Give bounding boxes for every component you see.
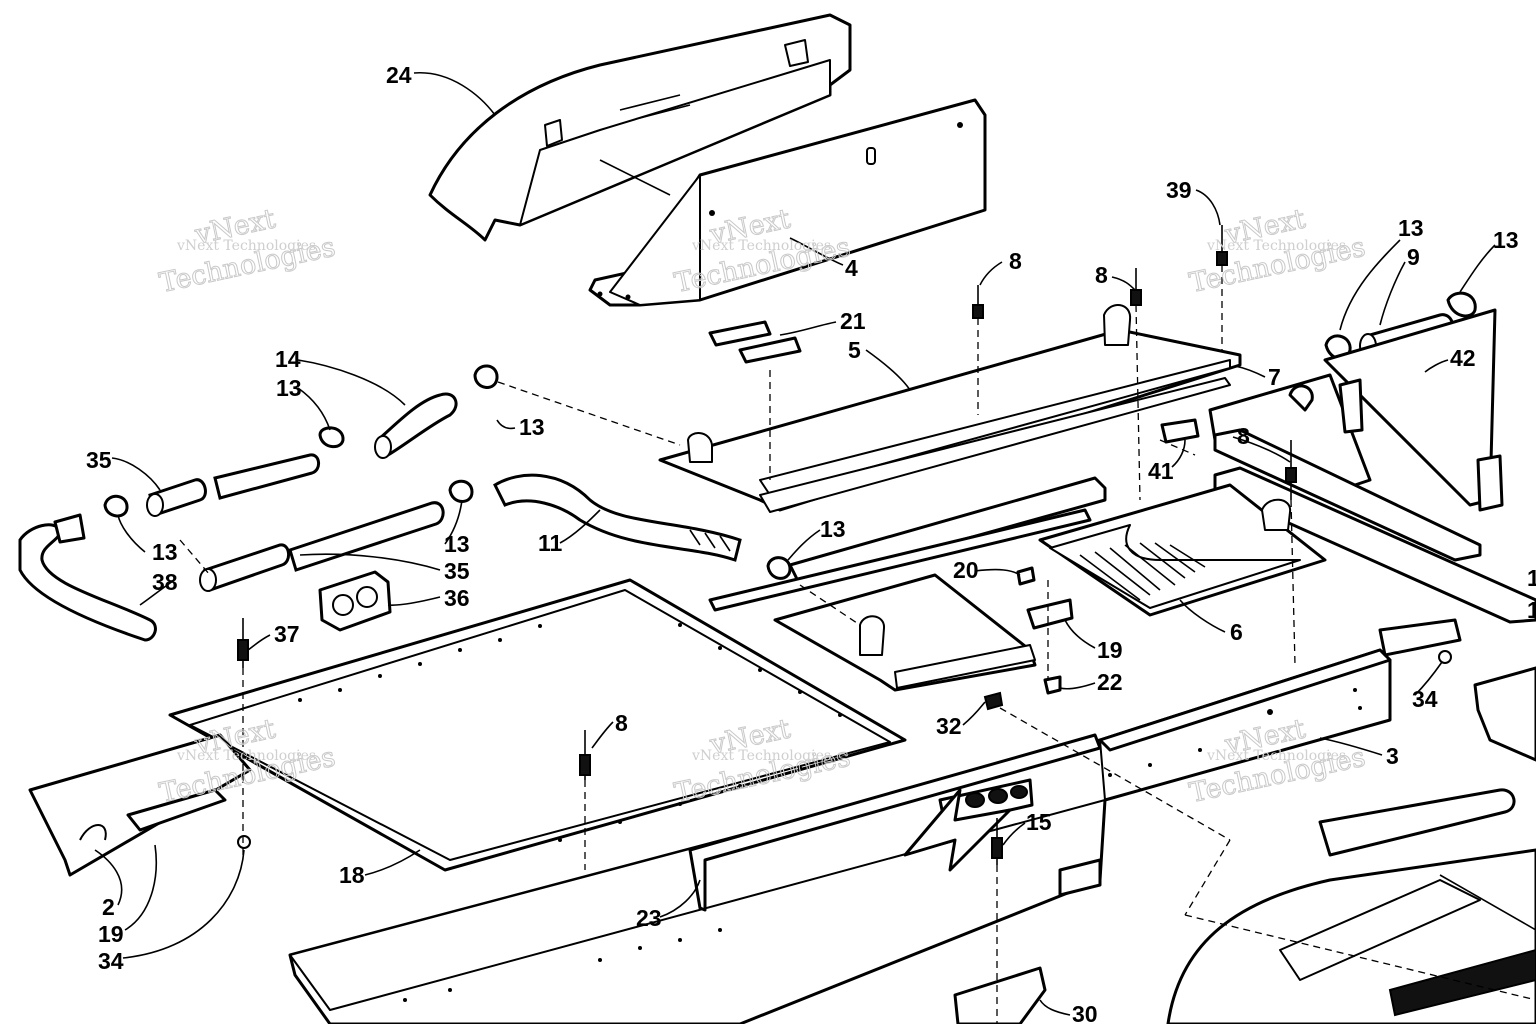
watermark-small: vNext Technologies	[691, 238, 831, 254]
callout-41: 41	[1148, 458, 1174, 484]
callout-19: 19	[98, 921, 124, 947]
callout-14: 14	[275, 346, 301, 372]
callout-9: 9	[1407, 244, 1420, 270]
callout-11: 11	[538, 530, 563, 556]
callout-21: 21	[840, 308, 866, 334]
callout-8: 8	[1237, 423, 1250, 449]
callout-6: 6	[1230, 619, 1243, 645]
leader-lines	[94, 72, 1496, 1016]
watermark-small: vNext Technologies	[691, 748, 831, 764]
callout-22: 22	[1097, 669, 1123, 695]
callout-13: 13	[1493, 227, 1519, 253]
part-41-block	[1160, 418, 1200, 444]
fasteners	[237, 225, 1452, 865]
part-1-right-lower	[1166, 666, 1536, 1024]
part-4-side-rail	[588, 98, 987, 307]
callout-23: 23	[636, 905, 662, 931]
part-2-left-frame	[28, 733, 252, 877]
part-24-cover	[428, 13, 852, 242]
callout-20: 20	[953, 557, 979, 583]
callout-18: 18	[339, 862, 365, 888]
callout-13: 13	[1398, 215, 1424, 241]
watermark-3: vNext Technologies vNext Technologies	[1186, 203, 1368, 300]
watermark-small: vNext Technologies	[176, 748, 316, 764]
callout-35: 35	[444, 558, 470, 584]
callout-38: 38	[152, 569, 178, 595]
part-3-chassis	[288, 618, 1462, 1024]
callout-labels: 24 4 39 13 13 9 8 8 21 5 7 42 14 13 13 8…	[86, 62, 1536, 1024]
callout-8: 8	[1095, 262, 1108, 288]
callout-2: 2	[102, 894, 115, 920]
part-center-panel	[773, 573, 1037, 692]
part-20-bracket	[1016, 566, 1074, 695]
callout-34: 34	[1412, 686, 1438, 712]
callout-37: 37	[274, 621, 300, 647]
callout-8: 8	[615, 710, 628, 736]
part-18-floor-panel	[168, 578, 907, 872]
callout-42: 42	[1450, 345, 1476, 371]
callout-4: 4	[845, 255, 858, 281]
callout-13: 13	[820, 516, 846, 542]
callout-13: 13	[519, 414, 545, 440]
part-right-frame	[1208, 308, 1536, 624]
callout-13: 13	[152, 539, 178, 565]
watermark-small: vNext Technologies	[1206, 238, 1346, 254]
part-5-upper-panel	[658, 304, 1242, 513]
hose-assembly	[18, 364, 792, 642]
callout-13: 13	[444, 531, 470, 557]
callout-35: 35	[86, 447, 112, 473]
callout-8: 8	[1009, 248, 1022, 274]
callout-1: 1	[1527, 565, 1536, 591]
alignment-lines	[179, 265, 1536, 1024]
part-6-inner-panel	[1038, 483, 1327, 617]
callout-39: 39	[1166, 177, 1192, 203]
callout-13: 13	[276, 375, 302, 401]
callout-19: 19	[1097, 637, 1123, 663]
callout-34: 34	[98, 948, 124, 974]
callout-32: 32	[936, 713, 962, 739]
callout-30: 30	[1072, 1001, 1098, 1024]
part-21-pads	[708, 320, 802, 364]
callout-3: 3	[1386, 743, 1399, 769]
callout-36: 36	[444, 585, 470, 611]
callout-15: 15	[1026, 809, 1052, 835]
watermark-small: vNext Technologies	[1206, 748, 1346, 764]
part-cross-rail	[708, 476, 1107, 612]
callout-24: 24	[386, 62, 412, 88]
callout-1: 1	[1527, 597, 1536, 623]
callout-7: 7	[1268, 364, 1281, 390]
watermark-1: vNext Technologies vNext Technologies	[156, 203, 338, 300]
callout-5: 5	[848, 337, 861, 363]
watermark-small: vNext Technologies	[176, 238, 316, 254]
